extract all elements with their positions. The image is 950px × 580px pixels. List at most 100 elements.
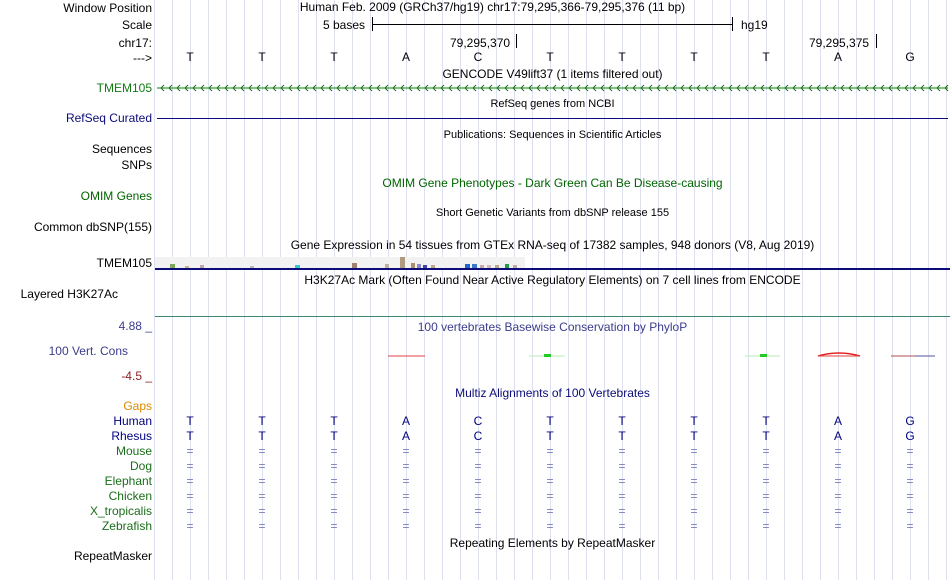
refseq-gene-feature[interactable] — [157, 118, 948, 119]
alignment-match-symbol: = — [618, 489, 626, 503]
alignment-match-symbol: = — [330, 519, 338, 533]
species-label-rhesus[interactable]: Rhesus — [111, 429, 152, 443]
alignment-match-symbol: = — [906, 519, 914, 533]
gencode-gene-feature[interactable] — [155, 82, 950, 94]
alignment-match-symbol: = — [762, 474, 770, 488]
alignment-base-human: T — [546, 414, 554, 428]
alignment-match-symbol: = — [690, 474, 698, 488]
track-label-h3k27ac[interactable]: Layered H3K27Ac — [20, 287, 118, 301]
track-label-omim[interactable]: OMIM Genes — [80, 189, 152, 203]
scale-bar-left-tick — [372, 17, 373, 31]
alignment-match-symbol: = — [834, 459, 842, 473]
alignment-base-human: G — [905, 414, 915, 428]
alignment-match-symbol: = — [762, 489, 770, 503]
phylop-conservation-plot[interactable] — [155, 348, 950, 362]
alignment-match-symbol: = — [834, 474, 842, 488]
coordinate-label-1: 79,295,370 — [450, 36, 511, 50]
gridline — [874, 0, 875, 580]
gridline — [388, 0, 389, 580]
phylop-track-title: 100 vertebrates Basewise Conservation by… — [417, 320, 688, 334]
gridline — [838, 0, 839, 580]
gridline — [514, 0, 515, 580]
species-label-chicken[interactable]: Chicken — [108, 489, 152, 503]
gridline — [820, 0, 821, 580]
alignment-base-rhesus: T — [546, 429, 554, 443]
alignment-match-symbol: = — [546, 474, 554, 488]
alignment-base-rhesus: T — [690, 429, 698, 443]
sequence-base: T — [690, 50, 698, 64]
track-label-repeatmasker[interactable]: RepeatMasker — [73, 549, 152, 563]
alignment-match-symbol: = — [690, 504, 698, 518]
alignment-base-human: T — [186, 414, 194, 428]
species-label-elephant[interactable]: Elephant — [104, 474, 152, 488]
sequence-base: T — [258, 50, 266, 64]
gridline — [190, 0, 191, 580]
gridline — [280, 0, 281, 580]
alignment-match-symbol: = — [762, 459, 770, 473]
alignment-base-rhesus: T — [762, 429, 770, 443]
alignment-match-symbol: = — [186, 489, 194, 503]
gridline — [550, 0, 551, 580]
scale-bar-text: 5 bases — [323, 18, 366, 32]
alignment-match-symbol: = — [618, 504, 626, 518]
alignment-match-symbol: = — [330, 489, 338, 503]
gridline — [730, 0, 731, 580]
gridline — [784, 0, 785, 580]
gridline — [766, 0, 767, 580]
gtex-expression-background — [155, 257, 525, 268]
sequence-base: T — [546, 50, 554, 64]
position-title: Human Feb. 2009 (GRCh37/hg19) chr17:79,2… — [299, 0, 686, 14]
alignment-match-symbol: = — [402, 504, 410, 518]
sequence-base: T — [618, 50, 626, 64]
species-label-x-tropicalis[interactable]: X_tropicalis — [89, 504, 152, 518]
species-label-zebrafish[interactable]: Zebrafish — [101, 519, 152, 533]
repeatmasker-track-title: Repeating Elements by RepeatMasker — [449, 536, 656, 550]
alignment-match-symbol: = — [186, 519, 194, 533]
gridline — [262, 0, 263, 580]
species-label-mouse[interactable]: Mouse — [115, 444, 152, 458]
track-label-tmem105-expression[interactable]: TMEM105 — [96, 256, 152, 270]
track-label-tmem105[interactable]: TMEM105 — [96, 81, 152, 95]
alignment-match-symbol: = — [258, 459, 266, 473]
gridline — [622, 0, 623, 580]
alignment-match-symbol: = — [186, 459, 194, 473]
browser-image[interactable]: Human Feb. 2009 (GRCh37/hg19) chr17:79,2… — [154, 0, 950, 580]
alignment-match-symbol: = — [690, 459, 698, 473]
gridline — [694, 0, 695, 580]
scale-bar-right-tick — [732, 17, 733, 31]
track-label-snps[interactable]: SNPs — [121, 158, 152, 172]
sequence-base: G — [905, 50, 915, 64]
alignment-match-symbol: = — [186, 444, 194, 458]
alignment-base-rhesus: T — [618, 429, 626, 443]
gridline — [460, 0, 461, 580]
track-label-gaps[interactable]: Gaps — [123, 399, 152, 413]
alignment-match-symbol: = — [402, 459, 410, 473]
alignment-match-symbol: = — [402, 519, 410, 533]
track-label-dbsnp[interactable]: Common dbSNP(155) — [33, 220, 152, 234]
coordinate-tick-2 — [876, 34, 877, 48]
gridline — [424, 0, 425, 580]
gridline — [712, 0, 713, 580]
alignment-match-symbol: = — [906, 504, 914, 518]
alignment-match-symbol: = — [546, 489, 554, 503]
alignment-match-symbol: = — [906, 459, 914, 473]
alignment-match-symbol: = — [834, 519, 842, 533]
cons-min-label: -4.5 _ — [121, 369, 152, 383]
gridline — [442, 0, 443, 580]
alignment-match-symbol: = — [690, 519, 698, 533]
strand-arrow-label[interactable]: ---> — [133, 51, 152, 65]
track-label-refseq[interactable]: RefSeq Curated — [65, 111, 152, 125]
gridline — [352, 0, 353, 580]
gridline — [910, 0, 911, 580]
track-label-sequences[interactable]: Sequences — [91, 142, 152, 156]
gridline — [496, 0, 497, 580]
gridline — [946, 0, 947, 580]
species-label-dog[interactable]: Dog — [129, 459, 152, 473]
species-label-human[interactable]: Human — [113, 414, 152, 428]
gridline — [208, 0, 209, 580]
alignment-match-symbol: = — [546, 519, 554, 533]
track-label-vert-cons[interactable]: 100 Vert. Cons — [48, 344, 128, 358]
gtex-expression-bars[interactable] — [155, 255, 950, 270]
alignment-match-symbol: = — [474, 504, 482, 518]
h3k27ac-baseline — [155, 316, 950, 317]
